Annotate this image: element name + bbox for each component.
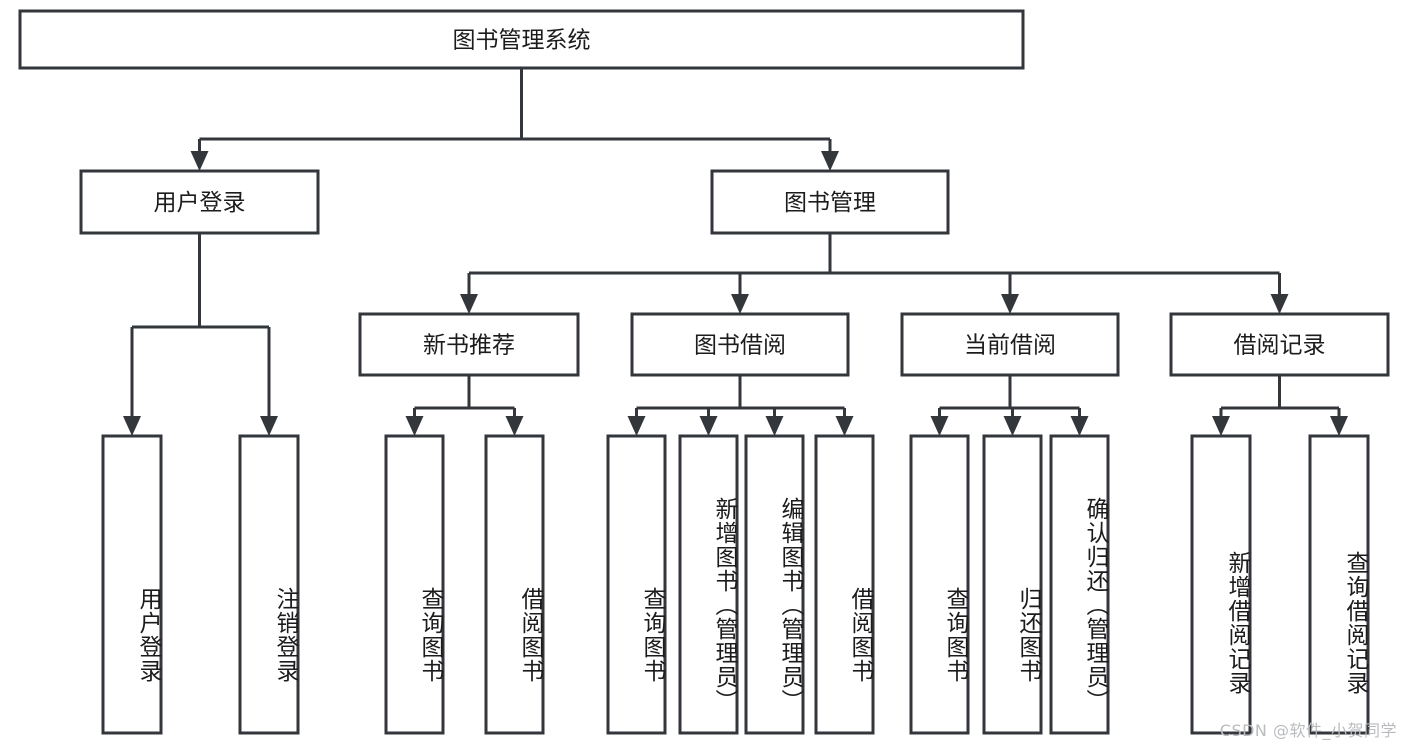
arrow-head-icon xyxy=(930,416,949,436)
node-box-leaf-2[interactable] xyxy=(384,434,445,735)
arrow-head-icon xyxy=(821,151,839,171)
arrow-head-icon xyxy=(1001,294,1019,314)
node-box-leaf-8[interactable] xyxy=(909,434,970,735)
node-box-level2-0[interactable] xyxy=(358,312,580,377)
node-label-level1-1: 图书管理 xyxy=(784,190,876,216)
arrow-head-icon xyxy=(1003,416,1022,436)
arrow-head-icon xyxy=(1212,416,1230,436)
node-label-level1-0: 用户登录 xyxy=(154,190,246,216)
node-label-level2-1: 图书借阅 xyxy=(694,333,786,359)
arrow-head-icon xyxy=(123,416,141,436)
node-box-leaf-3[interactable] xyxy=(484,434,545,735)
arrow-head-icon xyxy=(1070,416,1089,436)
node-box-level2-1[interactable] xyxy=(630,312,850,377)
arrow-head-icon xyxy=(190,151,209,171)
watermark-text: CSDN @软件_小贺同学 xyxy=(1219,721,1397,740)
arrow-head-icon xyxy=(699,416,718,436)
arrow-head-icon xyxy=(835,416,854,436)
node-box-level2-2[interactable] xyxy=(900,312,1120,377)
node-label-level2-0: 新书推荐 xyxy=(423,333,515,359)
node-box-level1-1[interactable] xyxy=(710,169,950,235)
arrow-head-icon xyxy=(731,294,749,314)
node-boxes xyxy=(18,9,1390,735)
node-box-leaf-4[interactable] xyxy=(606,434,667,735)
node-box-leaf-12[interactable] xyxy=(1308,434,1370,735)
arrow-head-icon xyxy=(1270,294,1289,314)
node-label-root: 图书管理系统 xyxy=(453,28,591,54)
node-label-level2-2: 当前借阅 xyxy=(964,333,1056,359)
arrow-head-icon xyxy=(405,416,424,436)
arrow-head-icon xyxy=(260,416,278,436)
node-box-root[interactable] xyxy=(18,9,1025,70)
connector-lines xyxy=(123,68,1348,436)
node-box-leaf-1[interactable] xyxy=(238,434,300,735)
node-box-leaf-10[interactable] xyxy=(1049,434,1110,735)
node-box-leaf-7[interactable] xyxy=(814,434,875,735)
node-box-leaf-5[interactable] xyxy=(678,434,739,735)
arrow-head-icon xyxy=(765,416,784,436)
node-box-level2-3[interactable] xyxy=(1169,312,1390,377)
arrow-head-icon xyxy=(627,416,646,436)
arrow-head-icon xyxy=(460,294,478,314)
node-box-leaf-6[interactable] xyxy=(744,434,805,735)
node-box-leaf-9[interactable] xyxy=(982,434,1043,735)
node-box-leaf-0[interactable] xyxy=(101,434,163,735)
arrow-head-icon xyxy=(1330,416,1348,436)
node-label-level2-3: 借阅记录 xyxy=(1234,333,1326,359)
arrow-head-icon xyxy=(505,416,524,436)
node-box-level1-0[interactable] xyxy=(79,169,320,235)
node-box-leaf-11[interactable] xyxy=(1190,434,1252,735)
